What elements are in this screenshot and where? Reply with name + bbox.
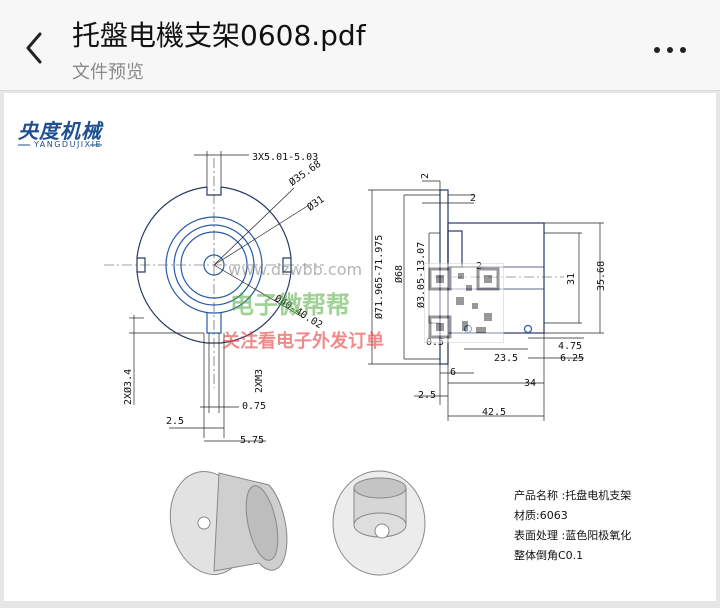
more-button[interactable] [650,42,690,56]
dim-top2b: 2 [470,193,476,204]
dim-25b: 2.5 [418,390,436,401]
dim-slot: 3X5.01-5.03 [252,152,318,163]
dim-hole: 2XØ3.4 [122,369,134,405]
chevron-left-icon [26,32,42,64]
more-horizontal-icon [654,47,686,53]
dim-075: 0.75 [242,401,266,412]
dim-25a: 2.5 [166,416,184,427]
dim-d31: Ø31 [305,193,327,213]
qr-code-icon [424,263,504,343]
dim-m3: 2XM3 [254,369,265,393]
dim-475: 4.75 [558,341,582,352]
dim-6: 6 [450,367,456,378]
pdf-page: 央度机械 YANGDUJIXIE [4,93,716,601]
app-header: 托盤电機支架0608.pdf 文件预览 [0,0,720,91]
dim-575: 5.75 [240,435,264,446]
watermark-slogan: 关注看电子外发订单 [222,331,384,352]
dim-d68: Ø68 [393,265,405,283]
watermark-brand: 电子微帮帮 [230,291,350,319]
company-logo-en: YANGDUJIXIE [34,140,103,149]
dim-31v: 31 [566,273,577,285]
document-title: 托盤电機支架0608.pdf [72,19,366,52]
watermark-url: www.dzwbb.com [228,260,363,279]
back-button[interactable] [20,28,50,68]
front-view [104,158,324,388]
render-3d-a [169,471,288,575]
dim-3568: 35.68 [596,261,607,291]
dim-625: 6.25 [560,353,584,364]
render-3d-b [332,470,426,576]
spec-product-name: 产品名称 :托盘电机支架 [514,489,632,502]
technical-drawing: 3X5.01-5.03 Ø35.68 Ø31 Ø40-40.02 2XØ3.4 … [18,144,607,576]
dim-d71: Ø71.965-71.975 [373,235,385,319]
spec-chamfer: 整体倒角C0.1 [514,549,584,562]
side-view-dims [368,180,604,421]
dim-235: 23.5 [494,353,518,364]
pdf-viewer[interactable]: 央度机械 YANGDUJIXIE [0,91,720,608]
front-view-dims [129,151,310,442]
dim-top2a: 2 [420,173,431,179]
spec-surface: 表面处理 :蓝色阳极氧化 [514,529,632,542]
document-subtitle: 文件预览 [72,62,144,83]
spec-material: 材质:6063 [514,509,568,522]
dim-34: 34 [524,378,536,389]
company-logo: 央度机械 [18,119,102,143]
dim-425: 42.5 [482,407,506,418]
